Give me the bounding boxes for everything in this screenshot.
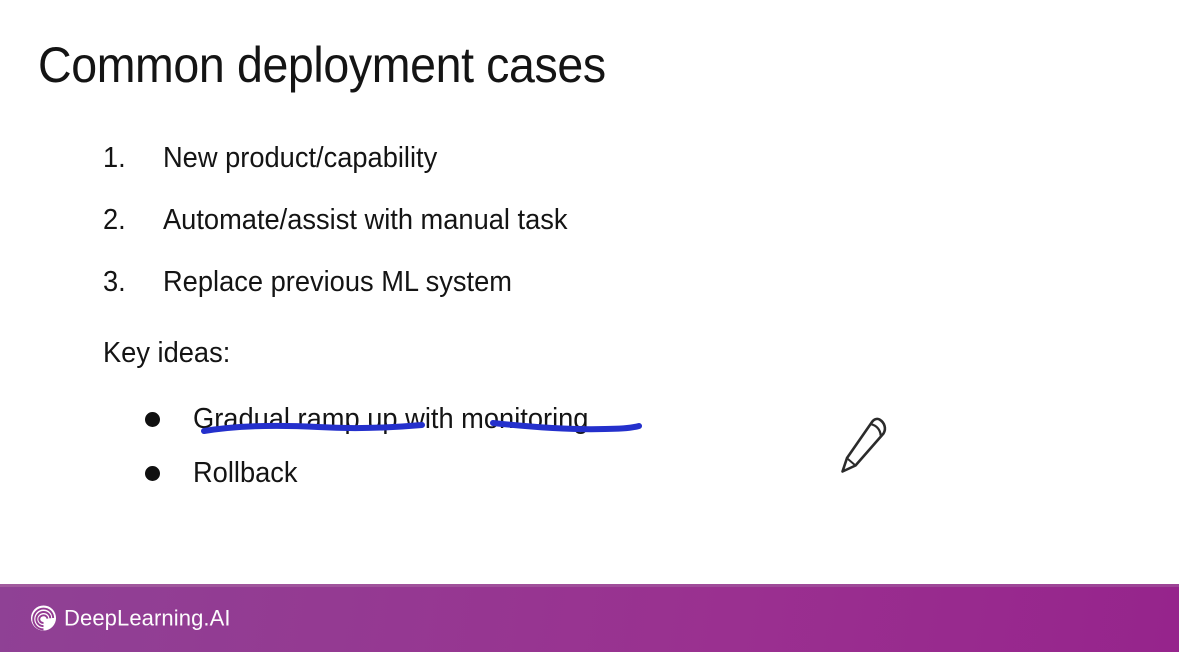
- list-item-marker: 3.: [103, 266, 126, 298]
- list-item: 3. Replace previous ML system: [103, 262, 863, 324]
- list-item: Gradual ramp up with monitoring: [145, 392, 905, 446]
- key-ideas-heading: Key ideas:: [103, 337, 231, 369]
- list-item-marker: 1.: [103, 142, 126, 174]
- deeplearning-spiral-icon: [30, 605, 57, 631]
- list-item-marker: 2.: [103, 204, 126, 236]
- list-item-label: New product/capability: [163, 142, 438, 174]
- slide-body: 1. New product/capability 2. Automate/as…: [103, 138, 905, 500]
- key-ideas-bullet-list: Gradual ramp up with monitoring Rollback: [145, 392, 905, 500]
- numbered-list: 1. New product/capability 2. Automate/as…: [103, 138, 863, 324]
- bullet-item-label: Gradual ramp up with monitoring: [193, 403, 589, 435]
- bullet-dot-icon: [145, 411, 193, 427]
- list-item: Rollback: [145, 446, 905, 500]
- footer-top-edge: [0, 584, 1179, 587]
- brand-name: DeepLearning.AI: [64, 605, 231, 630]
- footer-bar: DeepLearning.AI: [0, 584, 1179, 652]
- list-item-label: Automate/assist with manual task: [163, 204, 568, 236]
- pen-cursor-icon: [841, 417, 887, 473]
- brand-logo: DeepLearning.AI: [30, 605, 231, 632]
- list-item-label: Replace previous ML system: [163, 266, 512, 298]
- page-title: Common deployment cases: [38, 37, 606, 93]
- list-item: 2. Automate/assist with manual task: [103, 200, 863, 262]
- bullet-dot-icon: [145, 465, 193, 481]
- list-item: 1. New product/capability: [103, 138, 863, 200]
- bullet-item-label: Rollback: [193, 457, 298, 489]
